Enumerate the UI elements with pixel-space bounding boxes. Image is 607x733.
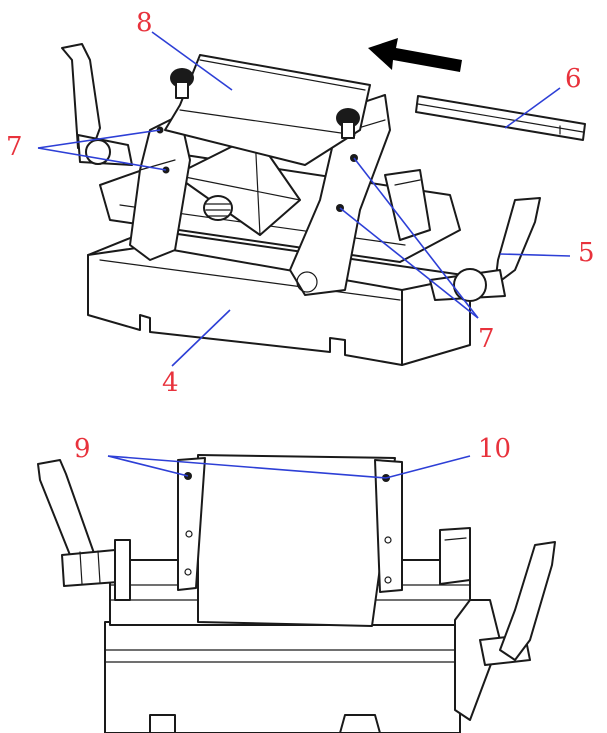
front-base [104,621,461,733]
front-right-lever [439,527,556,721]
front-left-column [177,457,206,591]
plate-knobs [170,68,360,139]
label-9: 9 [74,434,91,464]
label-7-right: 7 [478,324,495,354]
left-support [129,114,191,261]
top-assembly [61,38,586,366]
direction-arrow [368,38,462,72]
label-6: 6 [565,64,582,94]
blade-strip [415,95,586,141]
front-knob [203,195,233,221]
front-left-lever [37,459,131,601]
right-lever [429,197,541,302]
label-5: 5 [578,238,595,268]
side-clamp [384,169,431,241]
label-10: 10 [478,434,512,464]
label-8: 8 [136,8,153,38]
front-plate [197,454,396,627]
leader-lines [37,31,571,479]
label-7-left: 7 [6,132,23,162]
label-4: 4 [162,368,179,398]
front-right-column [374,459,403,593]
left-lever [61,43,133,166]
top-plate [164,54,371,166]
bottom-assembly [37,454,556,733]
